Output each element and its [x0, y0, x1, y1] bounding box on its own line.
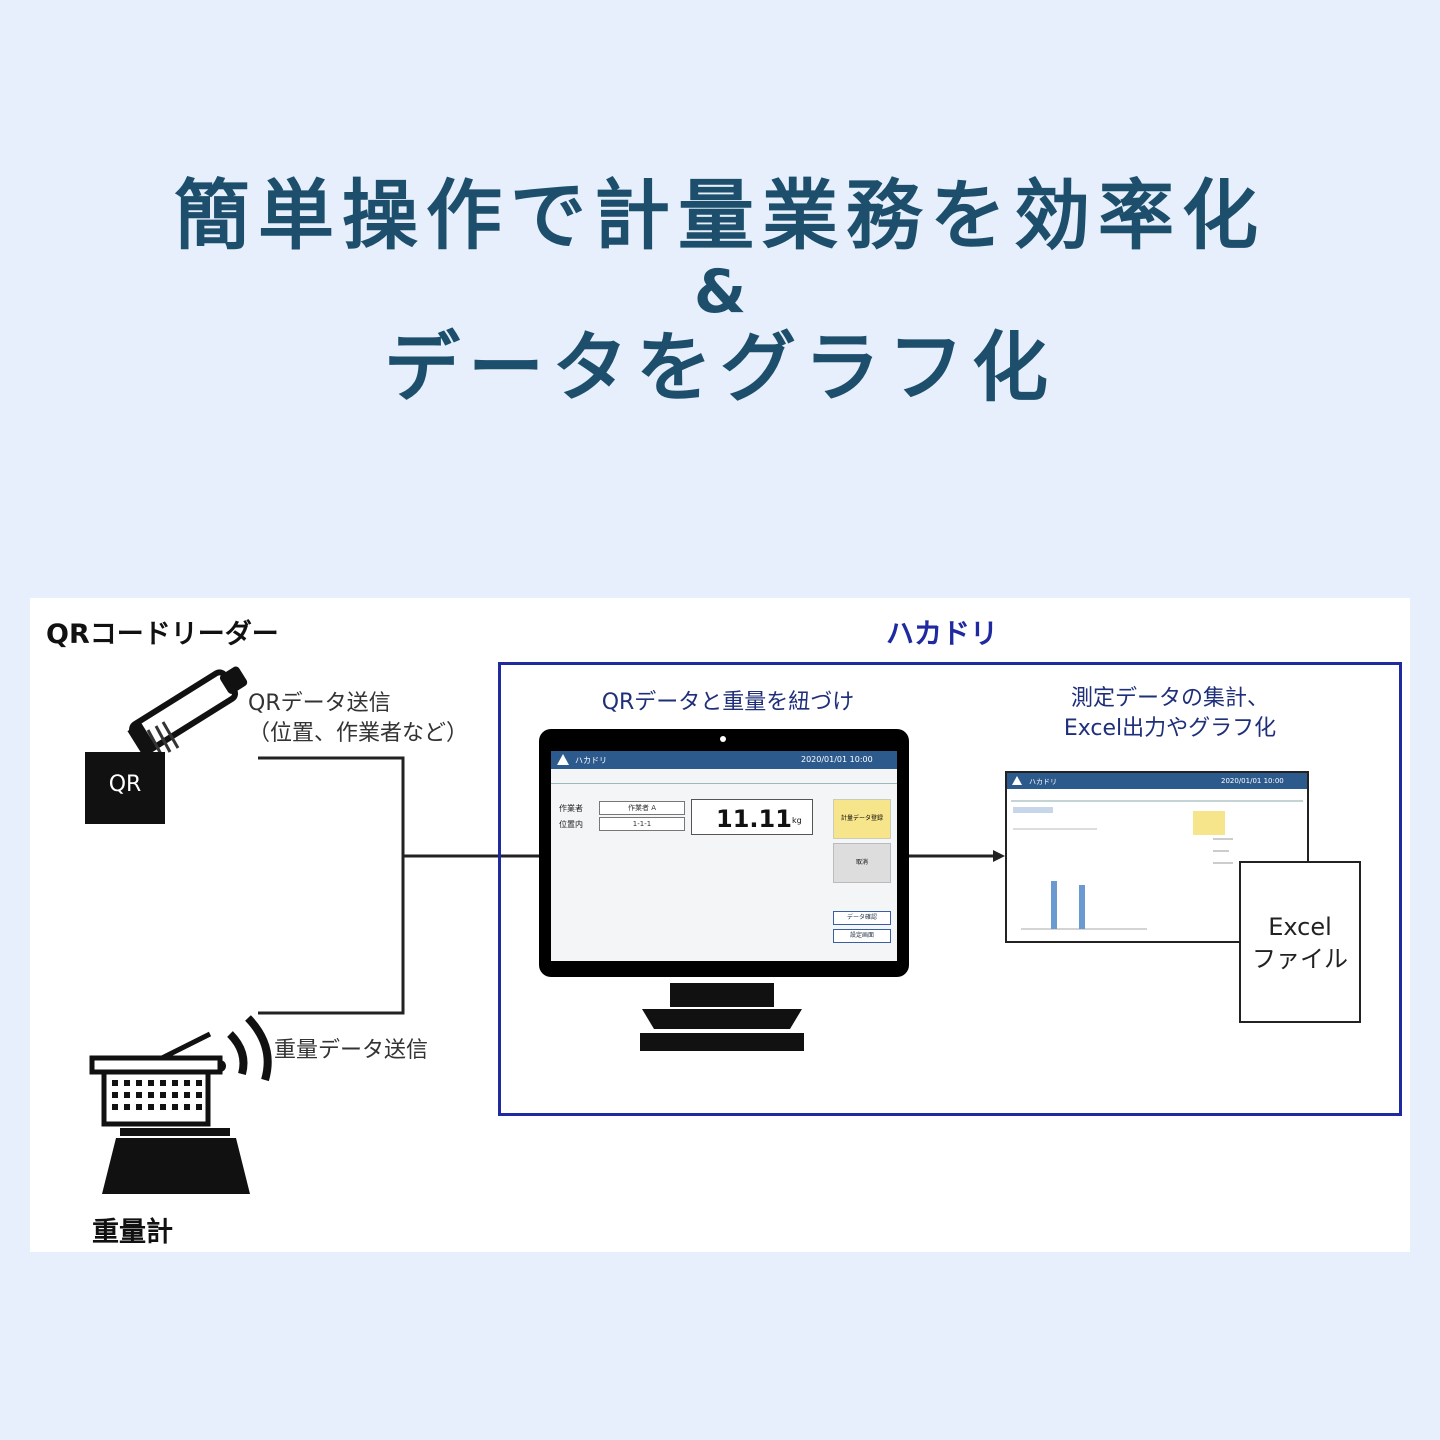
- app-name: ハカドリ: [575, 756, 607, 765]
- headline: 簡単操作で計量業務を効率化 & データをグラフ化: [0, 170, 1440, 414]
- monitor: ハカドリ 2020/01/01 10:00 作業者 作業者 A 位置内 1-1-…: [539, 729, 909, 977]
- data-check-button[interactable]: データ確認: [833, 911, 891, 925]
- headline-line1: 簡単操作で計量業務を効率化: [174, 171, 1266, 260]
- headline-line3: データをグラフ化: [384, 323, 1056, 412]
- weight-display: 11.11 kg: [691, 799, 813, 835]
- app-datetime: 2020/01/01 10:00: [801, 755, 873, 764]
- system-frame: [498, 662, 1402, 1116]
- monitor-stand: [640, 983, 804, 1051]
- connector-lines: [258, 756, 1005, 1015]
- weight-send-label: 重量データ送信: [274, 1038, 429, 1063]
- cancel-button[interactable]: 取消: [833, 843, 891, 883]
- app-titlebar: ハカドリ 2020/01/01 10:00: [551, 751, 897, 769]
- register-button[interactable]: 計量データ登録: [833, 799, 891, 839]
- qr-send-label-1: QRデータ送信: [248, 691, 391, 716]
- excel-label: Excel ファイル: [1241, 911, 1359, 975]
- report-chart: [1011, 800, 1303, 930]
- excel-label-2: ファイル: [1252, 945, 1348, 973]
- qr-send-label-2: （位置、作業者など）: [248, 721, 469, 746]
- aggregate-caption-2: Excel出力やグラフ化: [1063, 716, 1277, 741]
- excel-file-icon: Excel ファイル: [1239, 861, 1361, 1023]
- report-datetime: 2020/01/01 10:00: [1221, 777, 1284, 785]
- diagram-panel: QRコードリーダー QR QRデータ送信 （位置、作業者など） 重量データ送信 …: [30, 598, 1410, 1252]
- headline-ampersand: &: [693, 257, 747, 327]
- field1-value[interactable]: 作業者 A: [599, 801, 685, 815]
- excel-label-1: Excel: [1268, 913, 1332, 941]
- field2-value[interactable]: 1-1-1: [599, 817, 685, 831]
- report-logo-icon: [1012, 776, 1022, 785]
- monitor-screen: ハカドリ 2020/01/01 10:00 作業者 作業者 A 位置内 1-1-…: [551, 751, 897, 961]
- system-label: ハカドリ: [886, 617, 999, 650]
- qr-scanner-icon: [127, 666, 248, 757]
- report-titlebar: ハカドリ 2020/01/01 10:00: [1007, 773, 1307, 789]
- aggregate-caption-1: 測定データの集計、: [1070, 686, 1269, 711]
- app-logo-icon: [557, 754, 569, 765]
- field2-label: 位置内: [559, 820, 583, 829]
- qr-card-text: QR: [108, 772, 142, 797]
- link-caption: QRデータと重量を紐づけ: [601, 690, 855, 715]
- weight-unit: kg: [792, 816, 802, 825]
- field1-label: 作業者: [559, 804, 583, 813]
- scale-label: 重量計: [92, 1217, 173, 1248]
- weight-value: 11.11: [716, 805, 792, 833]
- app-tab-strip: [551, 771, 897, 784]
- qr-code-card: QR: [85, 752, 165, 824]
- qr-reader-label: QRコードリーダー: [46, 619, 279, 650]
- webcam-icon: [720, 736, 726, 742]
- scale-icon: [89, 1015, 272, 1194]
- report-app-name: ハカドリ: [1029, 778, 1057, 786]
- settings-button[interactable]: 設定画面: [833, 929, 891, 943]
